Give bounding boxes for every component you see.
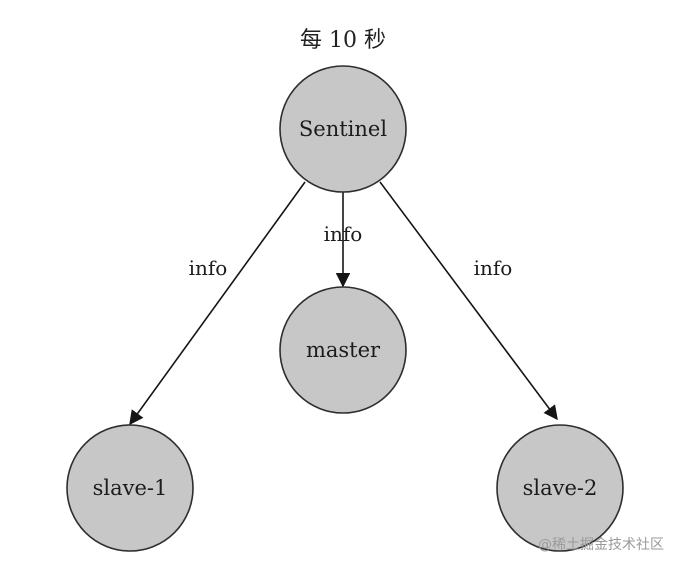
- node-master-label: master: [306, 338, 381, 362]
- watermark: @稀土掘金技术社区: [538, 537, 664, 553]
- edge-sentinel-to-slave2: [379, 181, 558, 421]
- node-slave-2-circle: [496, 424, 624, 552]
- edge-label-slave2: info: [474, 256, 513, 280]
- node-slave-2: slave-2: [496, 424, 624, 552]
- node-sentinel: Sentinel: [279, 65, 407, 193]
- node-slave-1-label: slave-1: [93, 476, 168, 500]
- node-slave-1-circle: [66, 424, 194, 552]
- node-master: master: [279, 286, 407, 414]
- node-master-circle: [279, 286, 407, 414]
- node-slave-1: slave-1: [66, 424, 194, 552]
- node-sentinel-circle: [279, 65, 407, 193]
- node-slave-2-label: slave-2: [523, 476, 598, 500]
- diagram-title: 每 10 秒: [300, 28, 386, 53]
- edge-label-master: info: [324, 222, 363, 246]
- node-sentinel-label: Sentinel: [299, 117, 387, 141]
- edge-label-slave1: info: [189, 256, 228, 280]
- edge-sentinel-to-slave1: [129, 181, 306, 426]
